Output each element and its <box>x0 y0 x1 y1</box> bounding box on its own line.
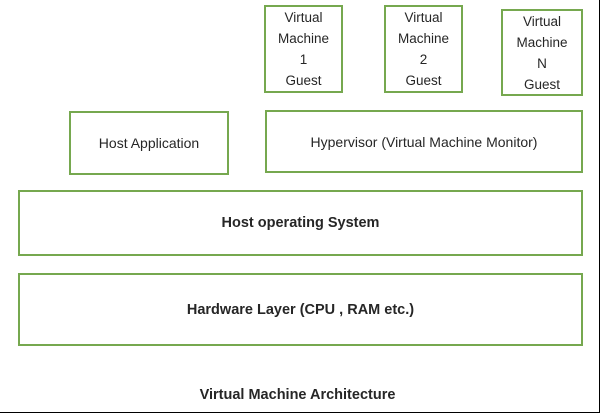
virtual-machine-1-box: Virtual Machine 1 Guest <box>264 5 343 93</box>
host-operating-system-box: Host operating System <box>18 190 583 256</box>
virtual-machine-n-box: Virtual Machine N Guest <box>501 9 583 96</box>
diagram-caption: Virtual Machine Architecture <box>199 387 396 403</box>
vm-1-label-line-4: Guest <box>285 73 322 88</box>
vm-1-label-line-1: Virtual <box>284 10 323 25</box>
vm-2-label-line-4: Guest <box>405 73 442 88</box>
vm-1-label-line-2: Machine <box>277 31 330 46</box>
host-application-label: Host Application <box>98 135 200 151</box>
hypervisor-box: Hypervisor (Virtual Machine Monitor) <box>265 110 583 173</box>
hypervisor-label: Hypervisor (Virtual Machine Monitor) <box>310 133 538 150</box>
vm-2-label-line-2: Machine <box>397 31 450 46</box>
vm-n-label-line-1: Virtual <box>522 13 562 29</box>
vm-n-label-line-3: N <box>537 55 547 71</box>
virtual-machine-2-box: Virtual Machine 2 Guest <box>384 5 463 93</box>
host-application-box: Host Application <box>69 111 229 175</box>
hardware-layer-label: Hardware Layer (CPU , RAM etc.) <box>186 301 415 318</box>
vm-n-label-line-4: Guest <box>523 76 561 92</box>
vm-1-label-line-3: 1 <box>299 52 308 67</box>
vm-2-label-line-1: Virtual <box>404 10 443 25</box>
vm-2-label-line-3: 2 <box>419 52 428 67</box>
host-operating-system-label: Host operating System <box>221 215 380 231</box>
vm-n-label-line-2: Machine <box>516 34 568 50</box>
hardware-layer-box: Hardware Layer (CPU , RAM etc.) <box>18 273 583 346</box>
